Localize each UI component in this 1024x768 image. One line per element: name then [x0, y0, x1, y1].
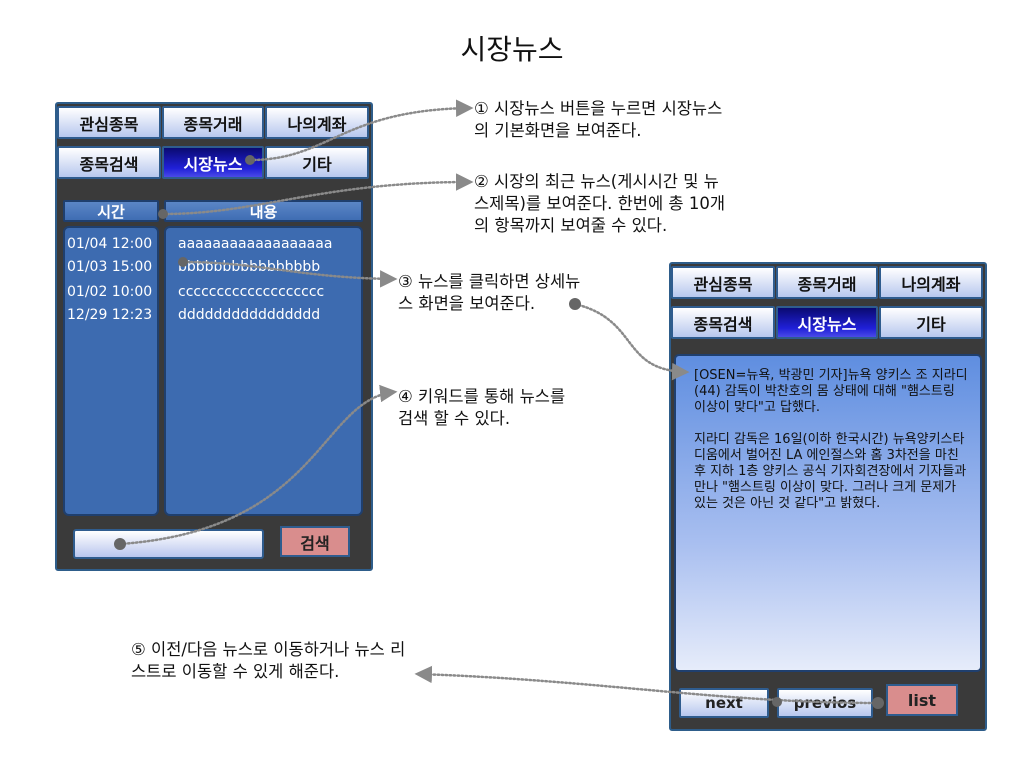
column-header-content: 내용: [164, 200, 363, 222]
time-column-panel: [63, 226, 159, 516]
tab-watchlist[interactable]: 관심종목: [57, 106, 161, 139]
tab-stock-search[interactable]: 종목검색: [57, 146, 161, 179]
next-button[interactable]: next: [679, 688, 769, 718]
column-header-time: 시간: [63, 200, 159, 222]
note-1: ① 시장뉴스 버튼을 누르면 시장뉴스 의 기본화면을 보여준다.: [474, 99, 723, 140]
search-button[interactable]: 검색: [280, 526, 350, 557]
tab-market-news[interactable]: 시장뉴스: [776, 306, 878, 339]
note-3: ③ 뉴스를 클릭하면 상세뉴 스 화면을 보여준다.: [398, 272, 581, 313]
tab-etc[interactable]: 기타: [879, 306, 983, 339]
tab-stock-search[interactable]: 종목검색: [671, 306, 775, 339]
tab-my-account[interactable]: 나의계좌: [265, 106, 369, 139]
news-title[interactable]: aaaaaaaaaaaaaaaaaa: [178, 236, 333, 252]
news-time: 12/29 12:23: [67, 307, 153, 323]
note-5: ⑤ 이전/다음 뉴스로 이동하거나 뉴스 리 스트로 이동할 수 있게 해준다.: [131, 640, 406, 681]
search-input[interactable]: [73, 529, 264, 559]
news-title[interactable]: ccccccccccccccccccc: [178, 284, 325, 300]
page-title: 시장뉴스: [460, 33, 564, 66]
note-4: ④ 키워드를 통해 뉴스를 검색 할 수 있다.: [398, 387, 566, 428]
news-title[interactable]: bbbbbbbbbbbbbbbb: [178, 259, 321, 275]
tab-market-news[interactable]: 시장뉴스: [162, 146, 264, 179]
news-time: 01/04 12:00: [67, 236, 153, 252]
news-list-screen: 관심종목 종목거래 나의계좌 종목검색 시장뉴스 기타 시간 내용 01/04 …: [55, 102, 373, 571]
list-button[interactable]: list: [886, 684, 958, 716]
news-detail-text: [OSEN=뉴욕, 박광민 기자]뉴욕 양키스 조 지라디(44) 감독이 박찬…: [674, 354, 982, 672]
tab-etc[interactable]: 기타: [265, 146, 369, 179]
tab-trading[interactable]: 종목거래: [162, 106, 264, 139]
note-2: ② 시장의 최근 뉴스(게시시간 및 뉴 스제목)를 보여준다. 한번에 총 1…: [474, 172, 725, 235]
tab-watchlist[interactable]: 관심종목: [671, 266, 775, 299]
tab-trading[interactable]: 종목거래: [776, 266, 878, 299]
news-detail-screen: 관심종목 종목거래 나의계좌 종목검색 시장뉴스 기타 [OSEN=뉴욕, 박광…: [669, 262, 987, 731]
news-title[interactable]: dddddddddddddddd: [178, 307, 321, 323]
previous-button[interactable]: previos: [777, 688, 873, 718]
news-time: 01/02 10:00: [67, 284, 153, 300]
news-time: 01/03 15:00: [67, 259, 153, 275]
tab-my-account[interactable]: 나의계좌: [879, 266, 983, 299]
